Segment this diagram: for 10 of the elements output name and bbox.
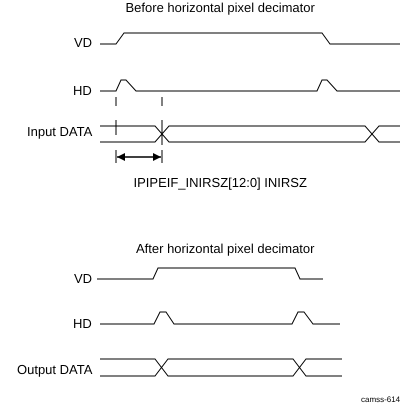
signal-name: HD [73, 316, 92, 331]
signal-name: VD [74, 271, 92, 286]
section-title: After horizontal pixel decimator [136, 241, 314, 256]
register-label: IPIPEIF_INIRSZ[12:0] INIRSZ [134, 175, 307, 190]
signal-name: Output DATA [17, 362, 92, 377]
signal-name: VD [74, 35, 92, 50]
signal-name: Input DATA [27, 124, 92, 139]
signal-name: HD [73, 83, 92, 98]
section-title: Before horizontal pixel decimator [126, 0, 315, 15]
figure-id: camss-614 [361, 395, 400, 405]
